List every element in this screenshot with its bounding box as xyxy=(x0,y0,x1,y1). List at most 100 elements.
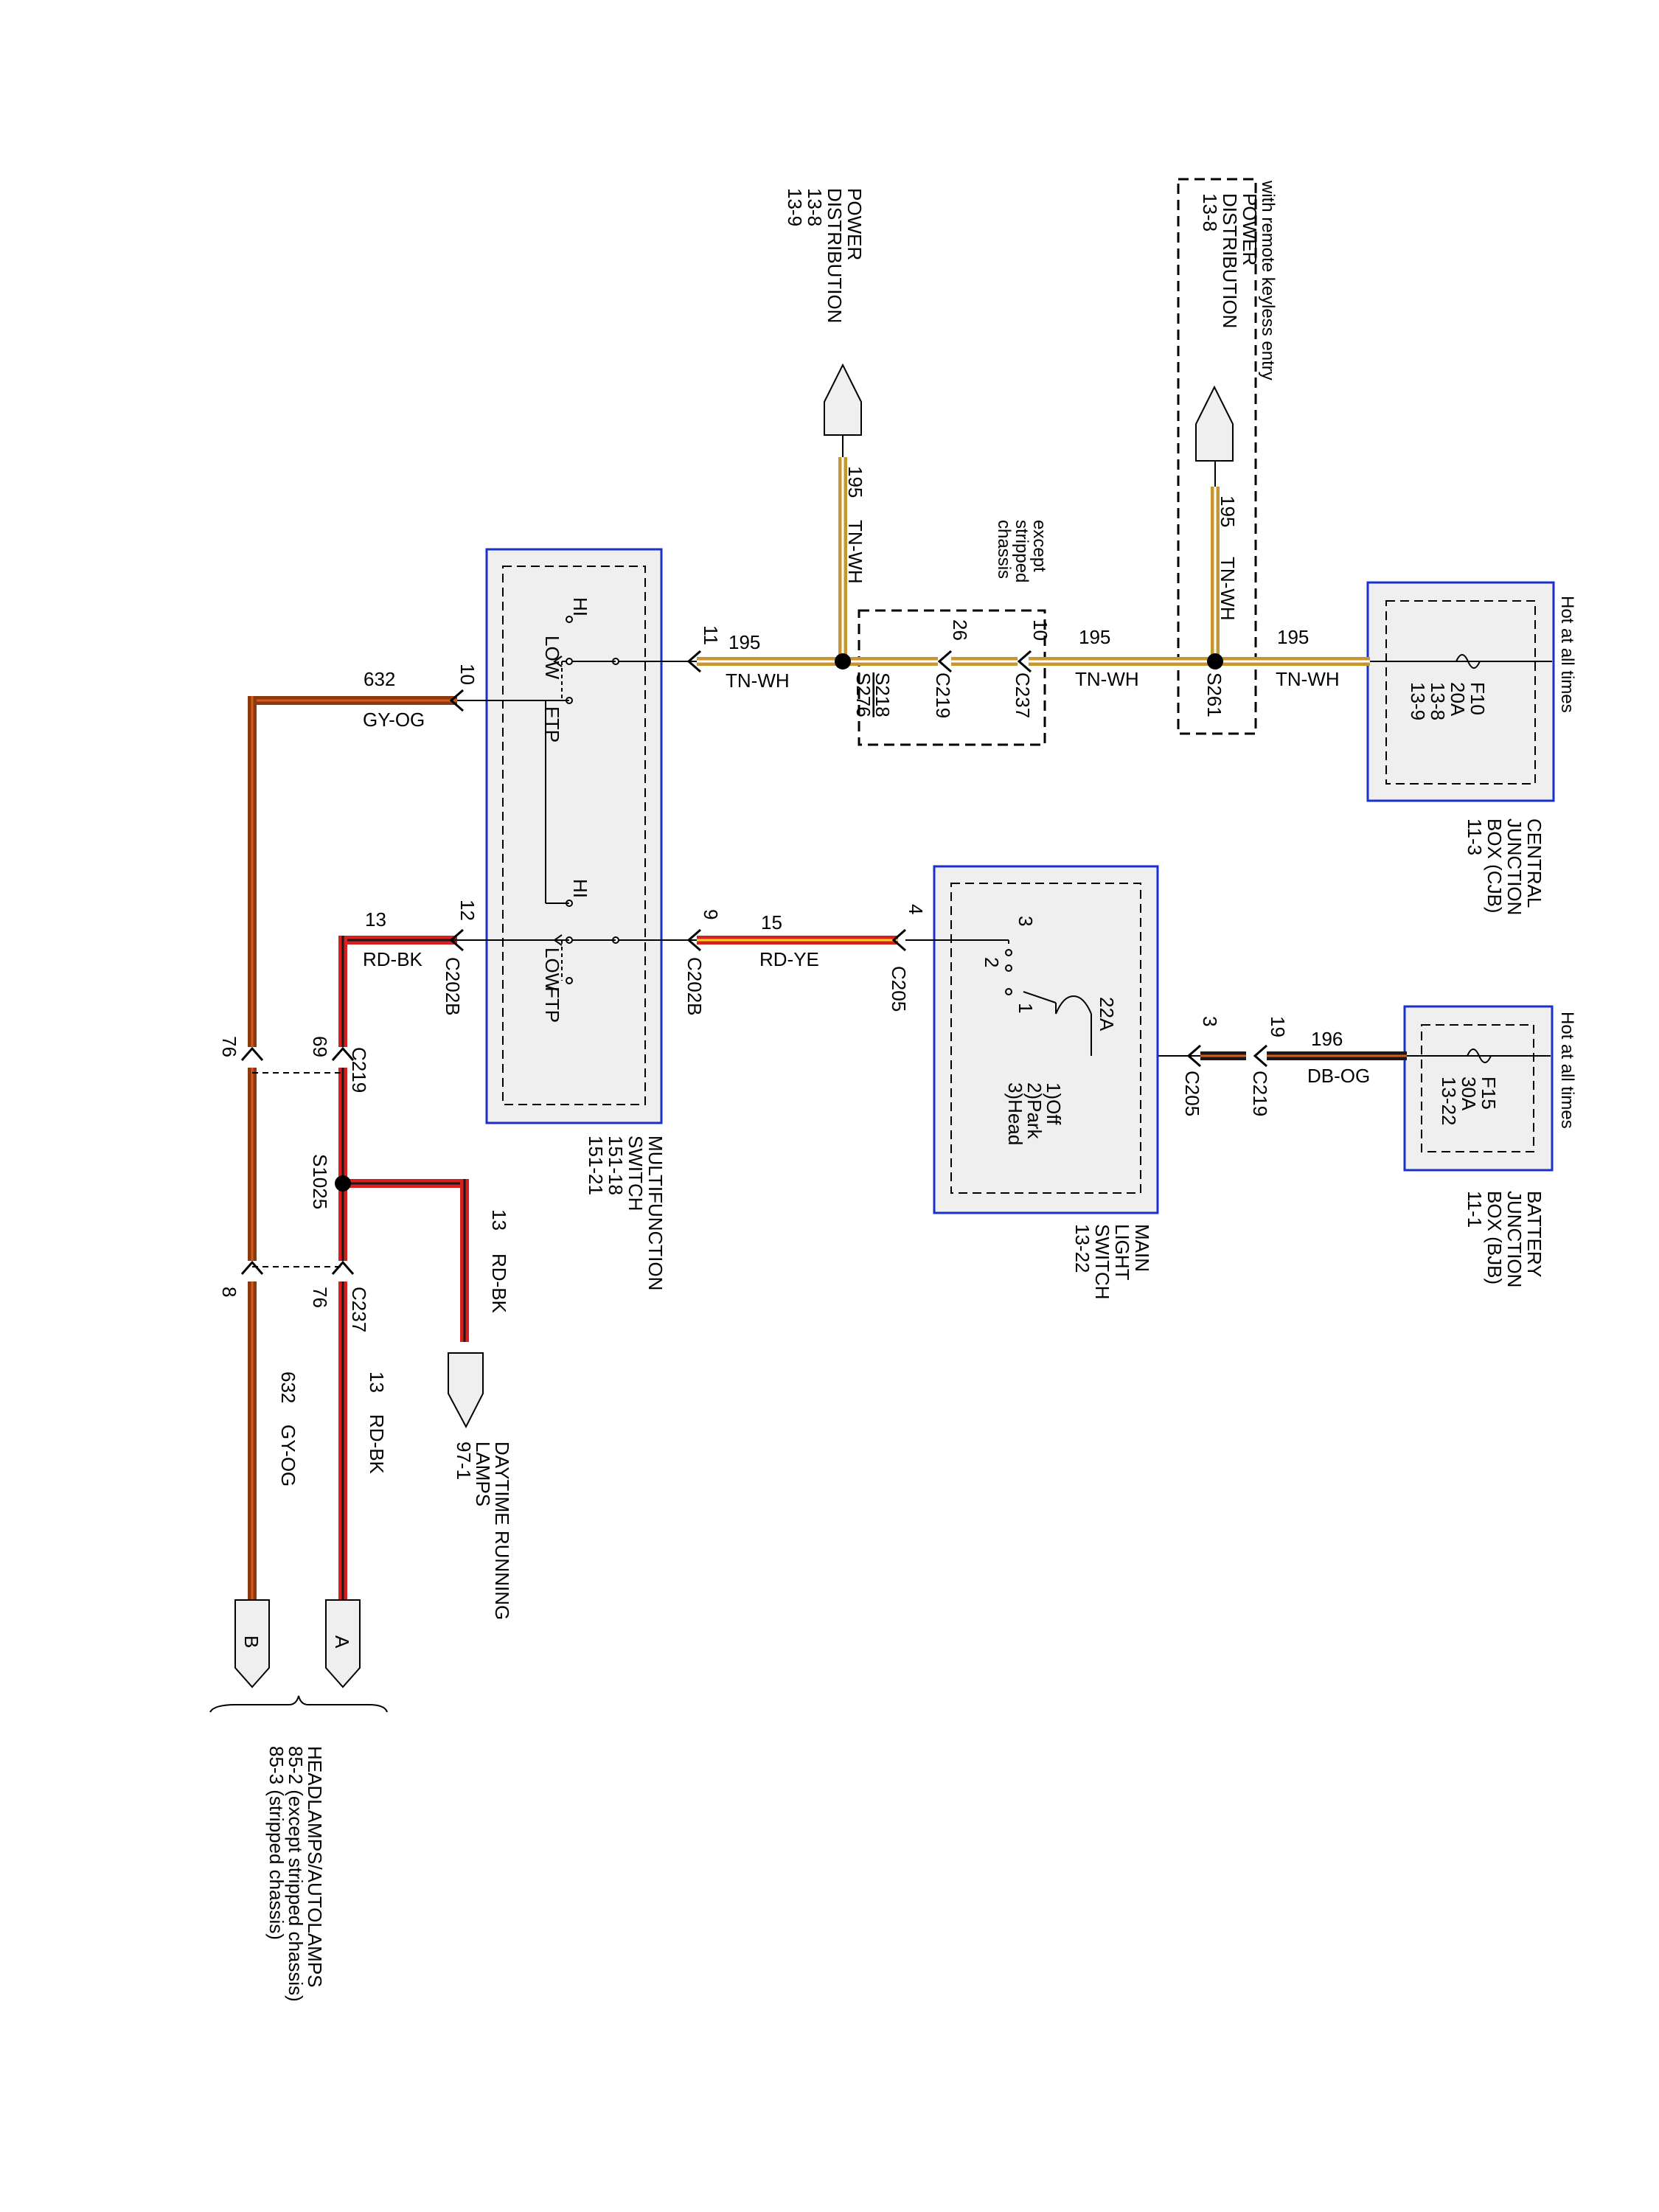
mfs-title-1: MULTIFUNCTION xyxy=(644,1135,667,1290)
cjb-title-1: CENTRAL xyxy=(1523,818,1545,908)
drl-line1: DAYTIME RUNNING xyxy=(491,1441,513,1620)
mls-title-2: LIGHT xyxy=(1111,1224,1133,1281)
c219-pin-19: 19 xyxy=(1267,1016,1289,1037)
daytime-running-lamps-connector xyxy=(448,1352,484,1429)
fuse-icon xyxy=(1467,1048,1492,1063)
w632-lower-circuit: 632 xyxy=(277,1371,299,1403)
c237-pin76-connector-icon xyxy=(331,1260,355,1275)
bjb-fuse-rating: 30A xyxy=(1458,1077,1480,1111)
bjb-title-4: 11-1 xyxy=(1464,1191,1486,1228)
mfs-pin-11: 11 xyxy=(700,625,722,645)
w632-circuit: 632 xyxy=(364,668,395,690)
mfs-pin-12: 12 xyxy=(456,900,479,921)
w195-cjb-circuit: 195 xyxy=(1277,626,1309,648)
w15-color: RD-YE xyxy=(759,948,819,970)
w195-pd2-color: TN-WH xyxy=(1217,557,1239,621)
w196-circuit: 196 xyxy=(1311,1028,1343,1050)
bjb-title-1: BATTERY xyxy=(1523,1191,1545,1278)
c219-pin76-connector-icon xyxy=(240,1046,264,1061)
mfs-title-3: 151-18 xyxy=(605,1135,627,1195)
wire-13 xyxy=(338,936,469,1600)
c237-upper-pin: 10 xyxy=(1029,619,1051,641)
bjb-hot-label: Hot at all times xyxy=(1557,1012,1577,1129)
mfs-pin-9: 9 xyxy=(700,909,722,919)
mls-breaker: 22A xyxy=(1096,997,1118,1032)
power-dist-1-line1: POWER xyxy=(844,188,866,260)
headlamps-line1: HEADLAMPS/AUTOLAMPS xyxy=(304,1746,326,1988)
multifunction-switch xyxy=(457,548,697,1124)
c219-left-label: C219 xyxy=(348,1047,370,1093)
w195-mid-circuit: 195 xyxy=(1079,626,1110,648)
power-dist-2-line3: 13-8 xyxy=(1199,193,1221,232)
mfs-title-4: 151-21 xyxy=(585,1135,607,1195)
mfs-low-upper: LOW xyxy=(541,636,563,680)
mfs-pin10-connector-icon xyxy=(449,689,464,712)
rke-dashed-box xyxy=(1177,178,1257,735)
mfs-low-lower: LOW xyxy=(541,947,563,992)
mfs-pin12-connector-icon xyxy=(449,928,464,952)
mls-legend1: 1)Off xyxy=(1043,1082,1065,1125)
mfs-ftp-lower: FTP xyxy=(541,987,563,1023)
w13-lower-circuit: 13 xyxy=(366,1371,388,1393)
mls-legend3: 3)Head xyxy=(1004,1082,1026,1145)
bjb-title-2: JUNCTION xyxy=(1503,1191,1526,1287)
power-dist-1-line2: DISTRIBUTION xyxy=(824,188,846,323)
c237-pin-8: 8 xyxy=(218,1287,240,1297)
headlamp-conn-a-label: A xyxy=(331,1635,353,1649)
drl-line2: LAMPS xyxy=(472,1441,494,1506)
s261-label: S261 xyxy=(1203,672,1225,717)
cjb-title-2: JUNCTION xyxy=(1503,818,1526,915)
splice-s276 xyxy=(835,653,851,669)
w195-mfs-color: TN-WH xyxy=(726,669,790,692)
c219-upper-label: C219 xyxy=(932,672,954,718)
power-dist-1-line4: 13-9 xyxy=(784,188,806,226)
w632-color: GY-OG xyxy=(363,709,425,731)
mls-pos1: 1 xyxy=(1015,1003,1037,1013)
headlamp-connector-b xyxy=(234,1599,270,1688)
main-light-switch xyxy=(933,865,1159,1214)
w195-cjb-color: TN-WH xyxy=(1276,668,1340,690)
power-dist-2-line1: POWER xyxy=(1239,193,1261,265)
c205-lower-connector-icon xyxy=(1186,1044,1201,1068)
power-dist-2-note: with remote keyless entry xyxy=(1258,180,1278,380)
stripped-note-1: except xyxy=(1029,520,1049,572)
c219-pin69-connector-icon xyxy=(331,1046,355,1061)
central-junction-box xyxy=(1366,581,1555,802)
w13-lower-color: RD-BK xyxy=(366,1414,388,1475)
mls-pos2: 2 xyxy=(981,957,1003,967)
w195-pd2-circuit: 195 xyxy=(1217,495,1239,527)
w196-color: DB-OG xyxy=(1307,1065,1370,1087)
splice-s1025 xyxy=(335,1175,351,1192)
stripped-note-2: stripped xyxy=(1012,520,1032,582)
fuse-icon xyxy=(1455,654,1481,669)
mls-pos3: 3 xyxy=(1015,916,1037,926)
headlamp-conn-b-label: B xyxy=(240,1635,262,1648)
bjb-fuse-ref: 13-22 xyxy=(1438,1077,1460,1126)
mfs-pin-10: 10 xyxy=(456,664,479,685)
w195-mid-color: TN-WH xyxy=(1075,668,1139,690)
s276-label: S276 xyxy=(852,672,874,717)
power-distribution-connector-2 xyxy=(1195,385,1234,462)
bjb-title-3: BOX (BJB) xyxy=(1484,1191,1506,1284)
c219-pin-76: 76 xyxy=(218,1036,240,1057)
w195-pd1-circuit: 195 xyxy=(844,466,866,498)
c219-connector-icon xyxy=(937,650,952,673)
mls-title-3: SWITCH xyxy=(1091,1224,1113,1300)
mls-legend2: 2)Park xyxy=(1023,1082,1046,1140)
c205-lower-label: C205 xyxy=(1181,1071,1203,1116)
c205-upper-connector-icon xyxy=(891,928,906,952)
headlamp-connector-a xyxy=(325,1599,361,1688)
c237-left-label: C237 xyxy=(348,1287,370,1332)
c202b-label-left: C202B xyxy=(442,957,464,1016)
power-dist-2-line2: DISTRIBUTION xyxy=(1219,193,1241,328)
battery-junction-box xyxy=(1403,1005,1554,1172)
mfs-hi-upper: HI xyxy=(569,597,591,616)
power-dist-1-line3: 13-8 xyxy=(804,188,826,226)
drl-line3: 97-1 xyxy=(453,1441,475,1480)
mls-pin-4: 4 xyxy=(905,904,927,914)
w13-circuit: 13 xyxy=(365,908,386,931)
cjb-fuse-rating: 20A xyxy=(1447,682,1469,717)
c237-connector-icon xyxy=(1017,650,1032,673)
mls-title-1: MAIN xyxy=(1131,1224,1153,1272)
